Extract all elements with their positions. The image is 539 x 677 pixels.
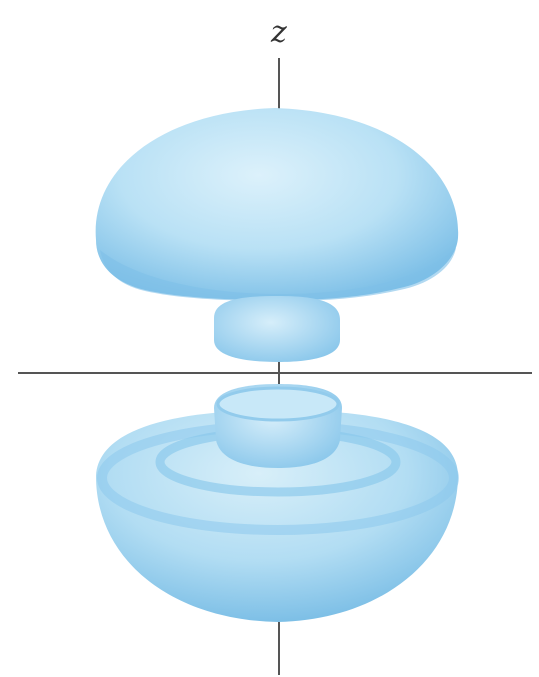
lower-lobe bbox=[96, 410, 459, 622]
upper-inner-lobe bbox=[214, 296, 340, 362]
upper-lobe-underside bbox=[100, 248, 456, 301]
lower-inner-lobe-rim bbox=[216, 386, 340, 422]
upper-lobe bbox=[95, 108, 459, 300]
z-axis-label: z bbox=[270, 15, 287, 50]
